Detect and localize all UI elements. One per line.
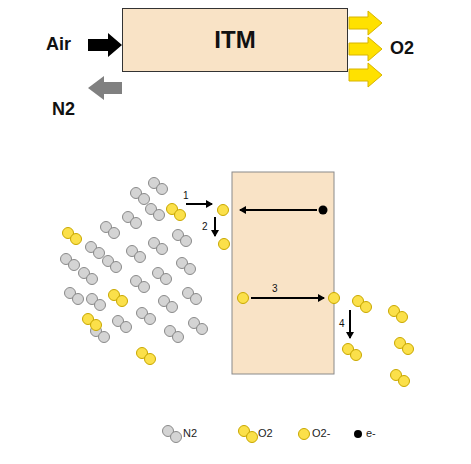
o2-arrow	[349, 11, 382, 35]
callout-number: 2	[202, 221, 208, 232]
callout-number: 3	[272, 283, 278, 294]
n2-arrow	[88, 76, 122, 100]
flow-label: N2	[52, 99, 75, 120]
o2-arrow	[349, 37, 382, 61]
legend-text: N2	[183, 427, 197, 439]
o2-arrow	[349, 63, 382, 87]
step-arrow	[251, 297, 324, 299]
step-arrow	[214, 217, 216, 236]
flow-label: Air	[46, 34, 71, 55]
step-arrow	[186, 203, 212, 205]
o2-molecules	[63, 204, 414, 387]
legend-text: O2	[258, 427, 273, 439]
flow-label: O2	[390, 38, 414, 59]
membrane	[232, 172, 334, 374]
callout-number: 4	[339, 318, 345, 329]
step-arrow	[349, 310, 351, 338]
legend-samples	[163, 426, 363, 443]
callout-number: 1	[183, 190, 189, 201]
process-box: ITM	[122, 8, 348, 72]
n2-molecules	[61, 178, 208, 343]
legend-text: O2-	[312, 427, 330, 439]
air-arrow	[88, 33, 122, 57]
electron	[319, 206, 328, 215]
electron-arrow	[240, 209, 317, 211]
legend-text: e-	[366, 427, 376, 439]
box-title: ITM	[214, 26, 255, 54]
oxide-ions	[218, 205, 340, 304]
